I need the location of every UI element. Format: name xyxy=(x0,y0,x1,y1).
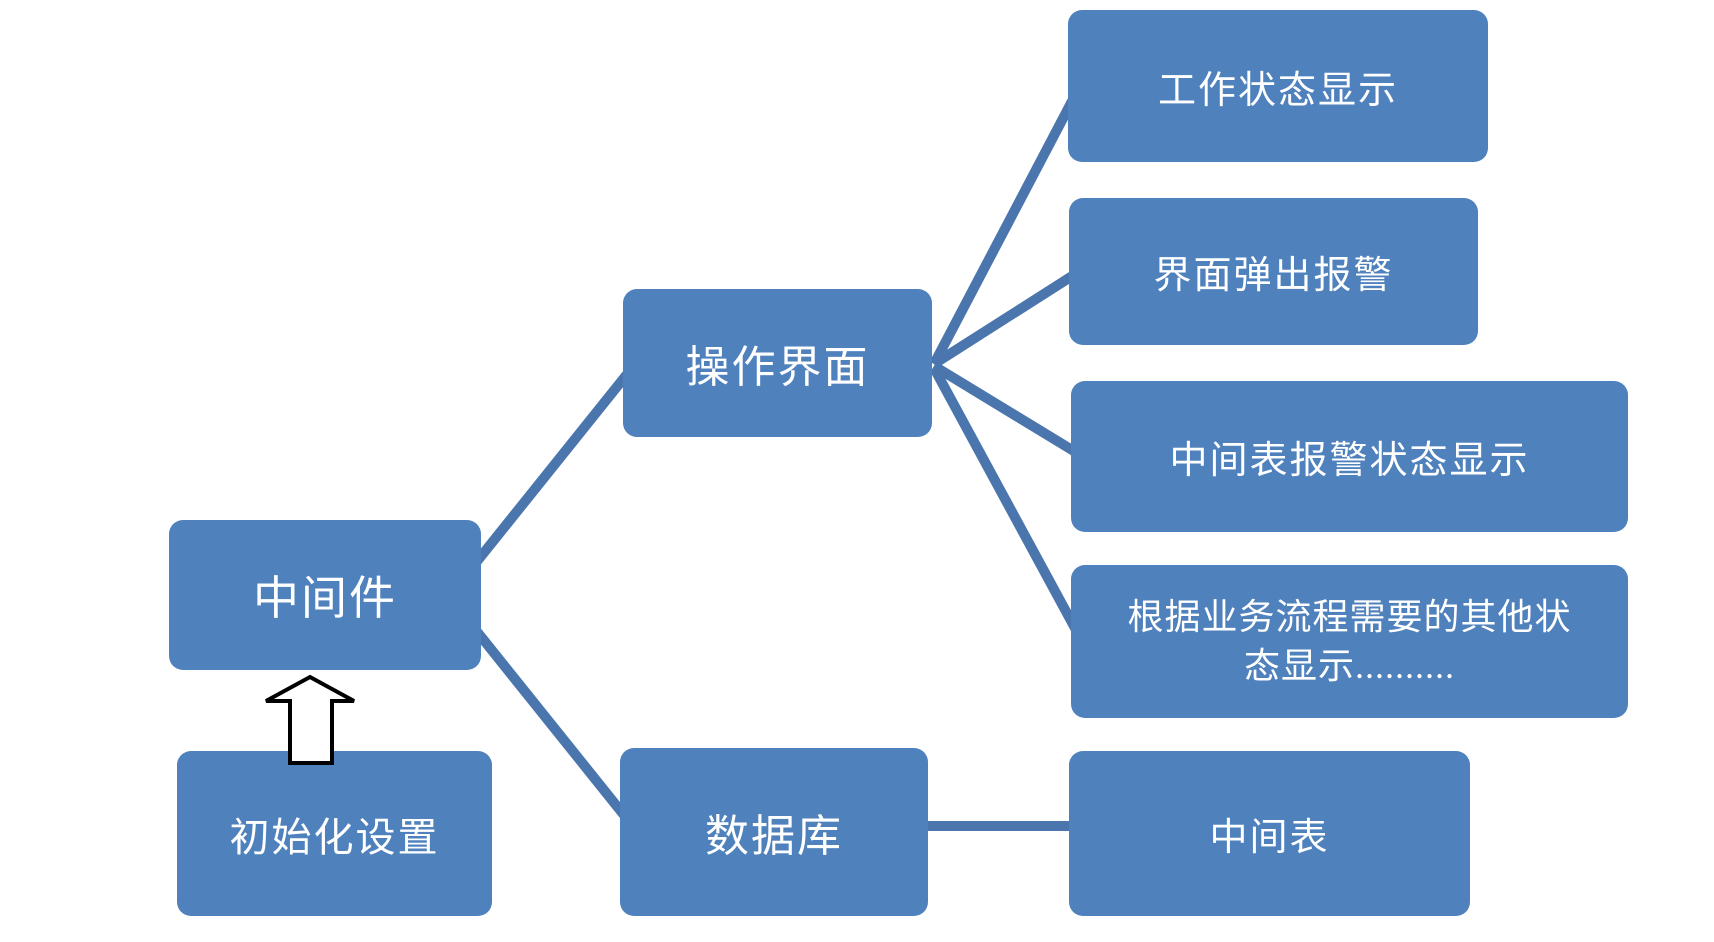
node-operation-ui: 操作界面 xyxy=(623,289,932,437)
node-mid-table-alarm-status: 中间表报警状态显示 xyxy=(1071,381,1628,532)
node-middleware: 中间件 xyxy=(169,520,481,670)
node-other-status-label: 根据业务流程需要的其他状态显示.......... xyxy=(1127,596,1572,686)
node-intermediate-table: 中间表 xyxy=(1069,751,1470,916)
edge-middleware-database xyxy=(446,594,644,839)
node-mid-table-alarm-status-label: 中间表报警状态显示 xyxy=(1169,440,1530,482)
edge-middleware-operation-ui xyxy=(446,354,644,599)
edge-operation-ui-other-status xyxy=(929,365,1087,644)
edge-operation-ui-work-status xyxy=(929,83,1085,367)
node-operation-ui-label: 操作界面 xyxy=(685,343,870,392)
node-middleware-label: 中间件 xyxy=(253,573,397,624)
node-database-label: 数据库 xyxy=(705,812,843,861)
node-init-settings-label: 初始化设置 xyxy=(229,814,440,860)
edge-operation-ui-popup-alarm xyxy=(931,266,1083,369)
node-intermediate-table-label: 中间表 xyxy=(1209,817,1330,859)
node-work-status: 工作状态显示 xyxy=(1068,10,1488,162)
node-init-settings: 初始化设置 xyxy=(177,751,492,916)
node-popup-alarm-label: 界面弹出报警 xyxy=(1153,255,1394,297)
node-popup-alarm: 界面弹出报警 xyxy=(1069,198,1478,345)
node-database: 数据库 xyxy=(620,748,928,916)
edge-operation-ui-mid-table-alarm xyxy=(931,361,1085,461)
node-other-status: 根据业务流程需要的其他状态显示.......... xyxy=(1071,565,1628,718)
node-work-status-label: 工作状态显示 xyxy=(1157,69,1398,112)
